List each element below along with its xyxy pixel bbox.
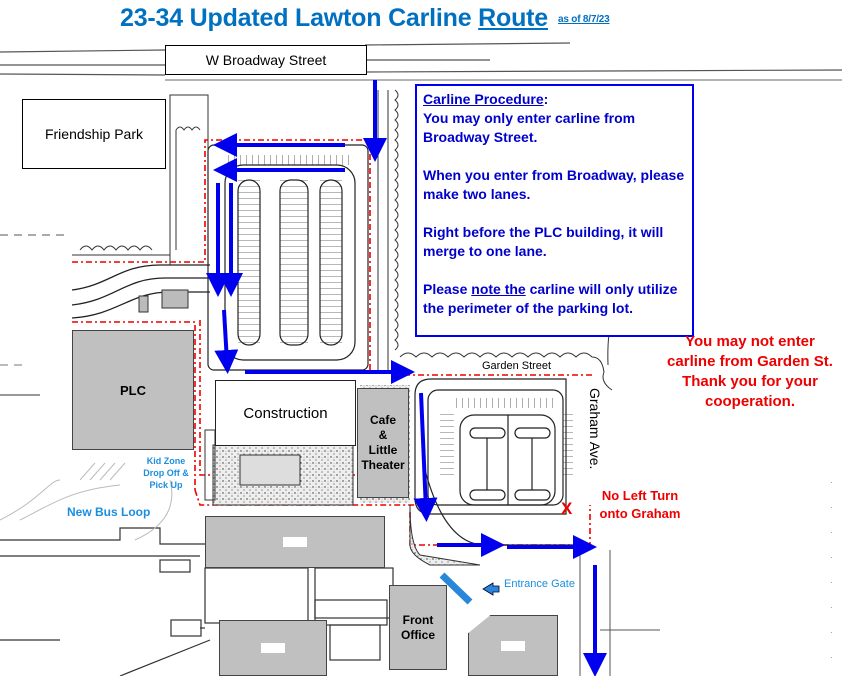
procedure-step-3: Right before the PLC building, it will m… <box>423 224 664 259</box>
no-left-turn-warning: No Left Turn onto Graham <box>599 488 681 521</box>
front-office-building: Front Office <box>389 585 447 670</box>
kid-zone-label: Kid Zone Drop Off & Pick Up <box>143 456 189 490</box>
classroom-building-north <box>205 516 385 568</box>
broadway-road <box>0 42 842 81</box>
svg-text:·: · <box>830 578 833 587</box>
friendship-park-label: Friendship Park <box>22 99 166 169</box>
new-bus-loop-label: New Bus Loop <box>67 505 151 519</box>
broadway-street-label: W Broadway Street <box>165 45 367 75</box>
svg-text:·: · <box>830 553 833 562</box>
carline-procedure-box: Carline Procedure: You may only enter ca… <box>415 84 694 337</box>
procedure-step-1: You may only enter carline from Broadway… <box>423 110 636 145</box>
cafe-little-theater-building: Cafe & Little Theater <box>357 388 409 498</box>
svg-text:·: · <box>830 653 833 662</box>
construction-label: Construction <box>243 404 328 422</box>
svg-text:·: · <box>830 603 833 612</box>
title-as-of-date: as of 8/7/23 <box>558 13 610 25</box>
title-text: 23-34 Updated Lawton Carline <box>120 4 479 32</box>
broadway-street-text: W Broadway Street <box>205 52 327 68</box>
svg-text:·: · <box>830 478 833 487</box>
svg-text:·: · <box>830 503 833 512</box>
garden-street-warning: You may not enter carline from Garden St… <box>667 333 833 410</box>
plc-label: PLC <box>120 382 146 398</box>
construction-area: Construction <box>215 380 356 446</box>
title-route: Route <box>478 4 548 32</box>
x-mark-icon: X <box>561 499 573 518</box>
map-title: 23-34 Updated Lawton Carline Route as of … <box>120 4 610 33</box>
classroom-building-southeast <box>468 615 558 676</box>
procedure-header: Carline Procedure: <box>423 91 549 107</box>
svg-text:·: · <box>830 528 833 537</box>
friendship-park-text: Friendship Park <box>44 126 144 142</box>
procedure-step-2: When you enter from Broadway, please mak… <box>423 167 685 202</box>
classroom-building-southwest <box>219 620 327 676</box>
entrance-gate-label: Entrance Gate <box>504 578 575 590</box>
procedure-step-4: Please note the carline will only utiliz… <box>423 281 678 316</box>
garden-street-label: Garden Street <box>482 360 552 372</box>
plc-building: PLC <box>72 330 194 450</box>
graham-ave-label: Graham Ave. <box>587 388 603 470</box>
svg-text:·: · <box>830 628 833 637</box>
